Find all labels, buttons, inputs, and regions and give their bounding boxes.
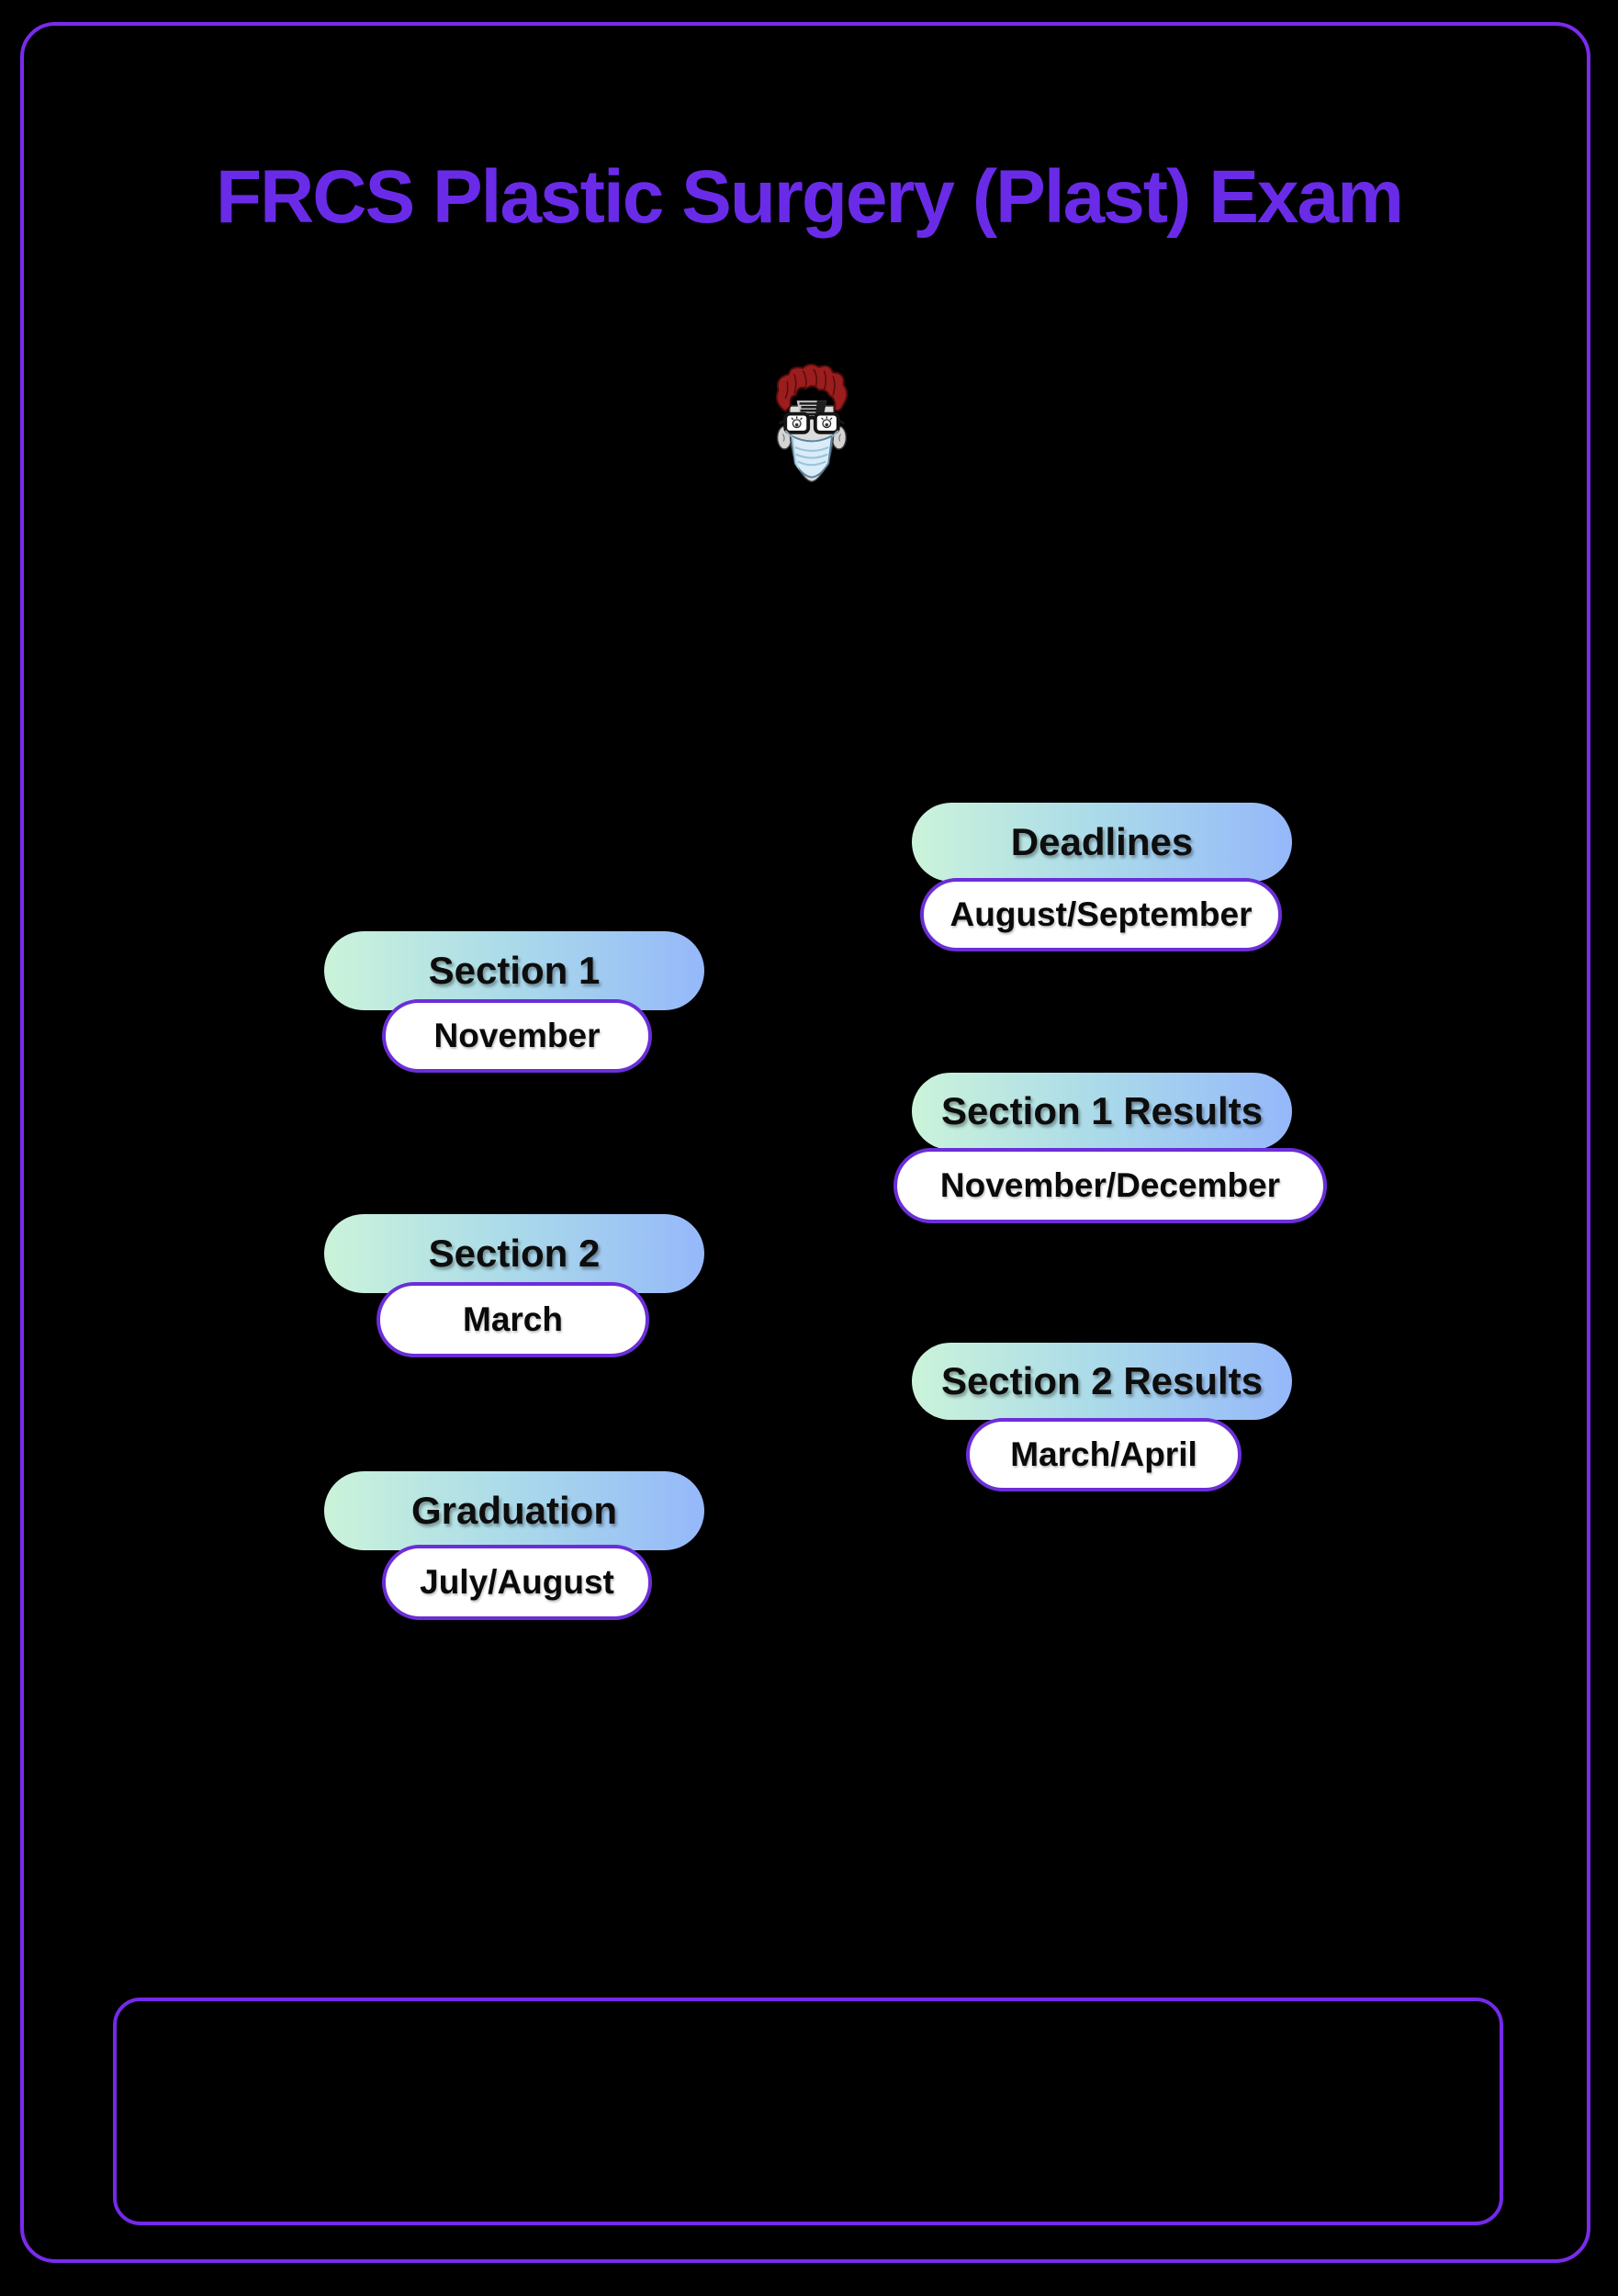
milestone-section-2-results: Section 2 Results March/April	[912, 1343, 1292, 1493]
milestone-date-pill: March	[376, 1282, 649, 1357]
milestone-date-pill: November	[382, 999, 652, 1073]
milestone-label-pill: Section 1	[324, 931, 704, 1010]
milestone-section-2: Section 2 March	[324, 1214, 704, 1361]
milestone-date-pill: August/September	[920, 878, 1282, 951]
page-title: FRCS Plastic Surgery (Plast) Exam	[215, 155, 1404, 239]
surgeon-avatar-icon	[775, 364, 848, 483]
milestone-date-pill: March/April	[966, 1418, 1242, 1491]
milestone-date-pill: July/August	[382, 1545, 652, 1620]
milestone-label-pill: Section 1 Results	[912, 1073, 1292, 1150]
milestone-section-1: Section 1 November	[324, 931, 704, 1076]
notes-box	[113, 1998, 1503, 2225]
milestone-date-pill: November/December	[893, 1148, 1327, 1223]
milestone-section-1-results: Section 1 Results November/December	[893, 1073, 1327, 1225]
milestone-label-pill: Deadlines	[912, 803, 1292, 882]
milestone-deadlines: Deadlines August/September	[912, 803, 1292, 955]
milestone-label-pill: Section 2	[324, 1214, 704, 1293]
page-frame	[20, 22, 1590, 2263]
milestone-label-pill: Graduation	[324, 1471, 704, 1550]
milestone-label-pill: Section 2 Results	[912, 1343, 1292, 1420]
milestone-graduation: Graduation July/August	[324, 1471, 704, 1622]
